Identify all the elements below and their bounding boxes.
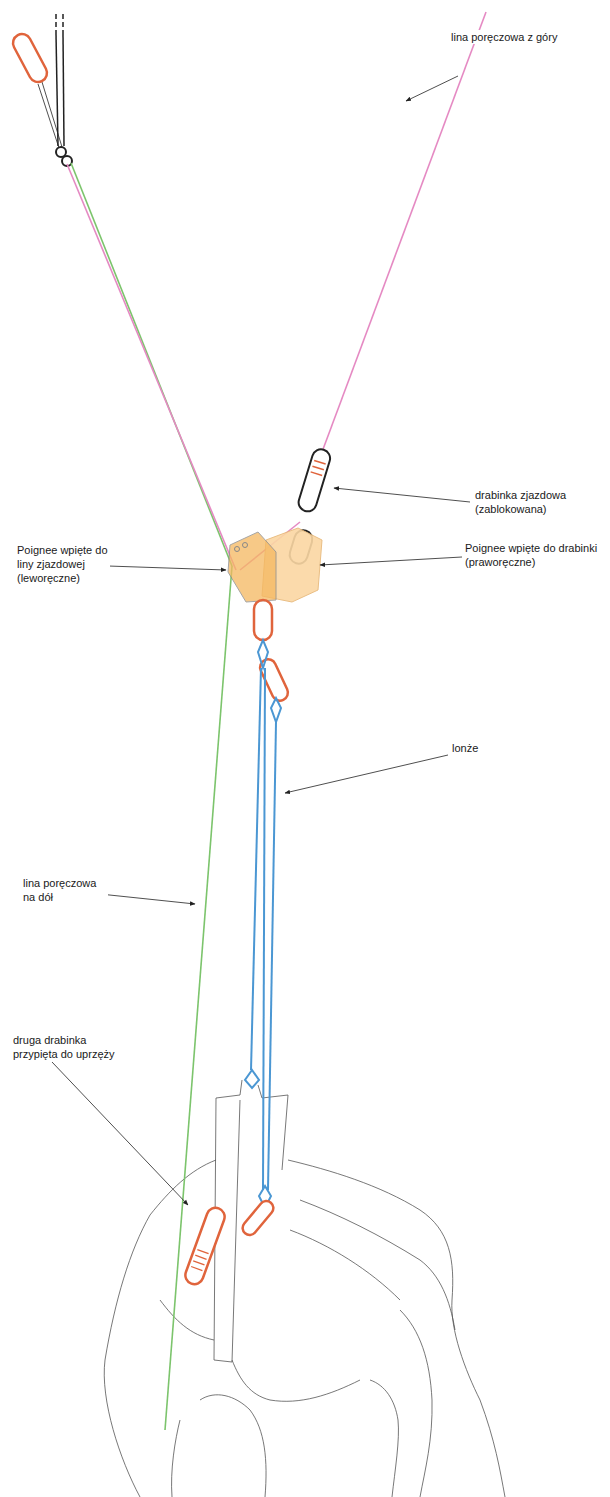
callout-label: druga drabinka przypięta do uprzęży <box>12 1033 126 1061</box>
anchor <box>10 14 72 166</box>
rivet <box>235 547 240 552</box>
carabiner <box>240 1198 276 1238</box>
callout-label: lina poręczowa na dół <box>22 876 108 904</box>
callout-label: Poignee wpięte do drabinki (praworęczne) <box>464 541 606 569</box>
rivet <box>243 543 248 548</box>
rack-descender <box>296 447 332 513</box>
callout-label: drabinka zjazdowa (zablokowana) <box>474 488 580 516</box>
callout-label: lina poręczowa z góry <box>450 30 602 44</box>
lanyards <box>245 640 281 1208</box>
second-rack <box>183 1205 227 1286</box>
left-ascender <box>228 532 276 602</box>
callout-label: lonże <box>451 741 513 755</box>
ropes <box>67 12 486 1430</box>
caver-body <box>104 1080 505 1497</box>
carabiner <box>254 600 272 640</box>
callout-label: Poignee wpięte do liny zjazdowej (leworę… <box>16 543 110 585</box>
